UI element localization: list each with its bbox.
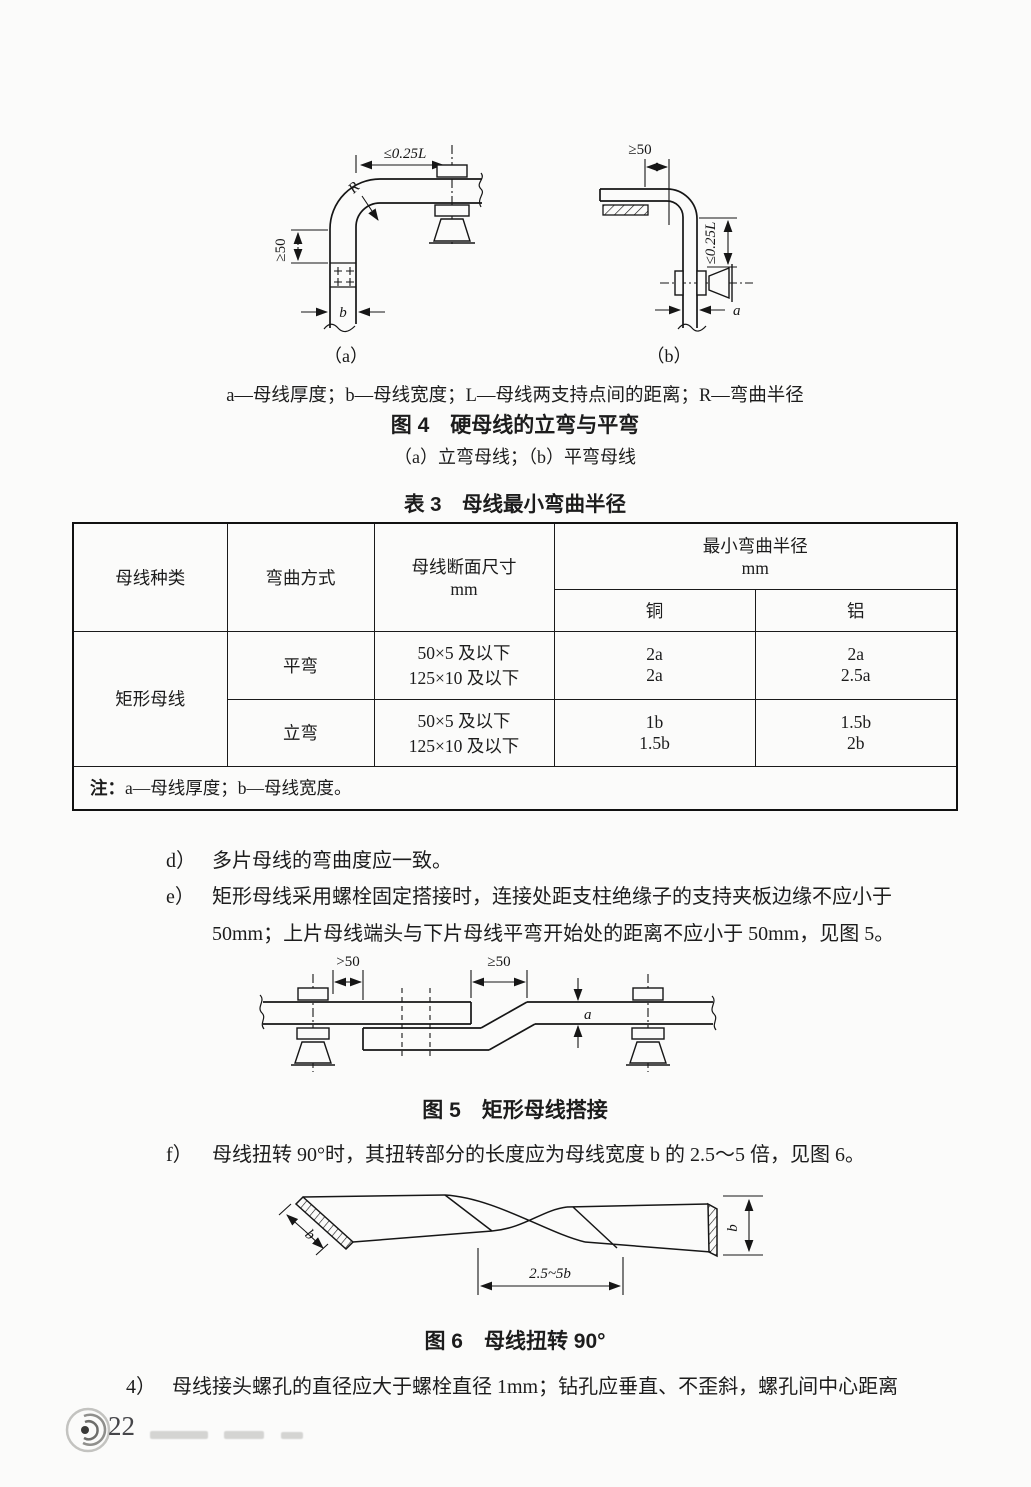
table-note: 注：a—母线厚度；b—母线宽度。	[72, 765, 958, 811]
item-marker: d）	[166, 850, 196, 872]
post-insulator-icon	[626, 987, 670, 1066]
cell-value-line: 1.5b	[639, 732, 670, 753]
dim-left-label: ≥50	[273, 238, 289, 261]
post-insulator-icon	[291, 987, 335, 1066]
dimension-lines	[278, 1195, 763, 1295]
figure5-lap-joint-diagram: >50 ≥50 a	[259, 954, 717, 1072]
figure5-title: 图 5 矩形母线搭接	[422, 1099, 608, 1122]
list-item-f: f） 母线扭转 90°时，其扭转部分的长度应为母线宽度 b 的 2.5～5 倍，…	[166, 1137, 976, 1174]
item-text: 多片母线的弯曲度应一致。	[212, 850, 452, 872]
col-header-bend-method: 弯曲方式	[226, 522, 375, 632]
subfigure-b-caption: （b）	[647, 346, 692, 366]
subfigure-a-caption: （a）	[324, 346, 368, 366]
col-header-aluminum: 铝	[754, 588, 958, 632]
cell-method: 平弯	[226, 630, 375, 700]
figure6-twisted-busbar-diagram: b 2.5~5b b	[278, 1194, 763, 1295]
cell-size-line: 50×5 及以下	[417, 710, 511, 731]
cell-value-line: 2a	[646, 665, 663, 685]
col-header-section-size: 母线断面尺寸 mm	[373, 522, 555, 632]
dimension-lines	[291, 145, 453, 317]
table-row: 矩形母线 平弯 50×5 及以下 125×10 及以下 2a 2a 2a 2.5…	[72, 630, 958, 767]
thickness-label: a	[733, 303, 741, 319]
figure4-subtitle: （a）立弯母线；（b）平弯母线	[394, 447, 636, 467]
cell-size-line: 50×5 及以下	[417, 643, 511, 663]
note-text: a—母线厚度；b—母线宽度。	[125, 778, 352, 799]
clamp-bolt-marks	[334, 267, 354, 286]
length-label: 2.5~5b	[529, 1266, 571, 1282]
figure6-title: 图 6 母线扭转 90°	[424, 1330, 606, 1353]
cell-method: 立弯	[226, 698, 375, 767]
dim-top-label: ≥50	[628, 142, 651, 158]
cell-copper-values: 2a 2a	[553, 630, 756, 700]
break-symbol	[677, 323, 707, 332]
dimension-lines	[312, 970, 649, 1072]
cell-value-line: 2a	[847, 644, 865, 664]
item-text: 母线扭转 90°时，其扭转部分的长度应为母线宽度 b 的 2.5～5 倍，见图 …	[212, 1144, 865, 1166]
cell-size-line: 125×10 及以下	[408, 735, 520, 756]
break-symbol	[478, 172, 484, 208]
post-insulator-icon	[674, 264, 733, 302]
twisted-bar-outline	[294, 1194, 718, 1258]
footer-smudge	[281, 1432, 303, 1439]
publisher-logo-icon	[65, 1407, 111, 1453]
item-marker: e）	[166, 886, 195, 908]
note-label: 注：	[90, 778, 125, 799]
cell-sizes: 50×5 及以下 125×10 及以下	[373, 698, 555, 767]
item-marker: f）	[166, 1144, 193, 1166]
figure4-legend: a—母线厚度；b—母线宽度；L—母线两支持点间的距离；R—弯曲半径	[226, 386, 804, 406]
table3-title: 表 3 母线最小弯曲半径	[403, 493, 627, 516]
figure4a-vertical-bend-diagram: ≤0.25L R ≥50 b （a）	[273, 145, 484, 366]
dim-left-label: >50	[336, 954, 359, 970]
cell-value-line: 1.5b	[840, 711, 872, 732]
footer-smudge	[224, 1431, 264, 1439]
col-header-min-radius-unit: mm	[741, 558, 769, 579]
dim-right-label: ≥50	[487, 954, 510, 970]
width-label: b	[339, 305, 347, 321]
post-insulator-icon	[429, 164, 475, 244]
cell-size-line: 125×10 及以下	[408, 668, 520, 688]
col-header-section-size-unit: mm	[450, 579, 478, 600]
break-symbol	[323, 323, 356, 333]
radius-label: R	[345, 179, 363, 198]
height-label: b	[725, 1224, 741, 1232]
cell-value-line: 2b	[847, 732, 865, 753]
footer-smudge	[150, 1431, 208, 1439]
busbar-outline	[259, 994, 717, 1051]
bolt-hole-lines	[401, 988, 431, 1060]
table-row: 立弯 50×5 及以下 125×10 及以下 1b 1.5b 1.5b 2b	[73, 698, 958, 767]
item-text: 矩形母线采用螺栓固定搭接时，连接处距支柱绝缘子的支持夹板边缘不应小于 50mm；…	[212, 886, 895, 945]
col-header-min-radius-text: 最小弯曲半径	[702, 536, 808, 557]
break-symbol	[259, 994, 265, 1030]
cell-aluminum-values: 2a 2.5a	[754, 630, 958, 700]
item-marker: 4）	[126, 1376, 156, 1398]
table3: 母线种类 弯曲方式 母线断面尺寸 mm 最小弯曲半径 mm 铜 铝 矩形母线 平…	[72, 522, 958, 811]
support-pad-hatched	[602, 204, 649, 216]
col-header-min-radius: 最小弯曲半径 mm	[553, 522, 958, 590]
cell-value-line: 1b	[645, 711, 664, 732]
dim-top-label: ≤0.25L	[384, 146, 427, 162]
col-header-copper: 铜	[553, 588, 756, 632]
thickness-label: a	[584, 1007, 592, 1023]
dim-side-label: ≤0.25L	[703, 222, 719, 265]
col-header-section-size-text: 母线断面尺寸	[411, 557, 517, 578]
cell-busbar-type: 矩形母线	[72, 630, 228, 767]
item-text: 母线接头螺孔的直径应大于螺栓直径 1mm；钻孔应垂直、不歪斜，螺孔间中心距离	[172, 1376, 899, 1398]
figure4-title: 图 4 硬母线的立弯与平弯	[390, 414, 640, 437]
col-header-busbar-type: 母线种类	[72, 522, 228, 632]
list-item-e: e） 矩形母线采用螺栓固定搭接时，连接处距支柱绝缘子的支持夹板边缘不应小于 50…	[166, 879, 961, 953]
cell-sizes: 50×5 及以下 125×10 及以下	[373, 630, 555, 700]
list-item-4: 4） 母线接头螺孔的直径应大于螺栓直径 1mm；钻孔应垂直、不歪斜，螺孔间中心距…	[126, 1369, 976, 1406]
clamp-lines	[330, 262, 356, 288]
table-note-row: 注：a—母线厚度；b—母线宽度。	[72, 765, 958, 811]
cell-aluminum-values: 1.5b 2b	[754, 698, 958, 767]
page-number: 22	[108, 1411, 135, 1441]
radius-arrow	[361, 195, 379, 221]
cell-value-line: 2a	[646, 644, 663, 664]
cell-value-line: 2.5a	[840, 665, 871, 685]
cell-copper-values: 1b 1.5b	[553, 698, 756, 767]
figure4b-flat-bend-diagram: ≥50 ≤0.25L a （b）	[599, 142, 753, 366]
busbar-outline	[323, 172, 484, 333]
break-symbol	[711, 995, 717, 1031]
list-item-d: d） 多片母线的弯曲度应一致。	[166, 843, 966, 880]
